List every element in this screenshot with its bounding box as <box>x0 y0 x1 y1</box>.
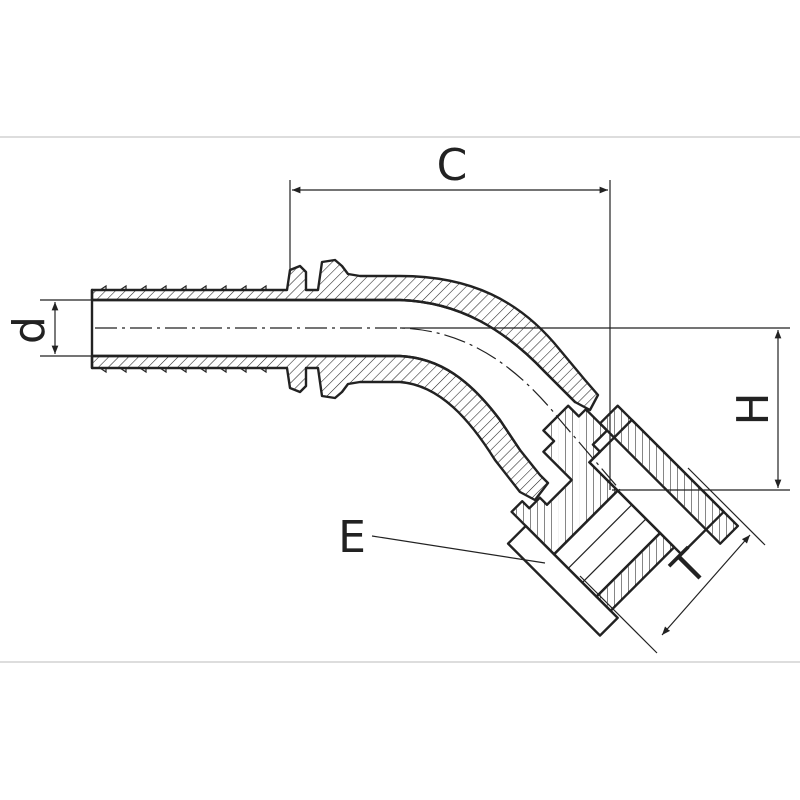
centerline <box>95 327 621 491</box>
dim-c-label: C <box>437 140 468 191</box>
dim-t-ext-bottom <box>579 575 658 654</box>
leader-e <box>371 535 546 564</box>
bore-outline-lower <box>90 354 522 452</box>
tail-serrations <box>99 284 267 374</box>
leader-e-label: E <box>338 512 366 563</box>
dim-h-label: H <box>728 392 779 425</box>
swivel-nut <box>506 404 740 637</box>
bore-outline <box>90 298 577 404</box>
dim-d-label: d <box>4 316 55 344</box>
lower-wall-section <box>90 354 550 502</box>
dim-t-ext-top <box>687 467 766 546</box>
dim-t-line <box>661 534 751 636</box>
